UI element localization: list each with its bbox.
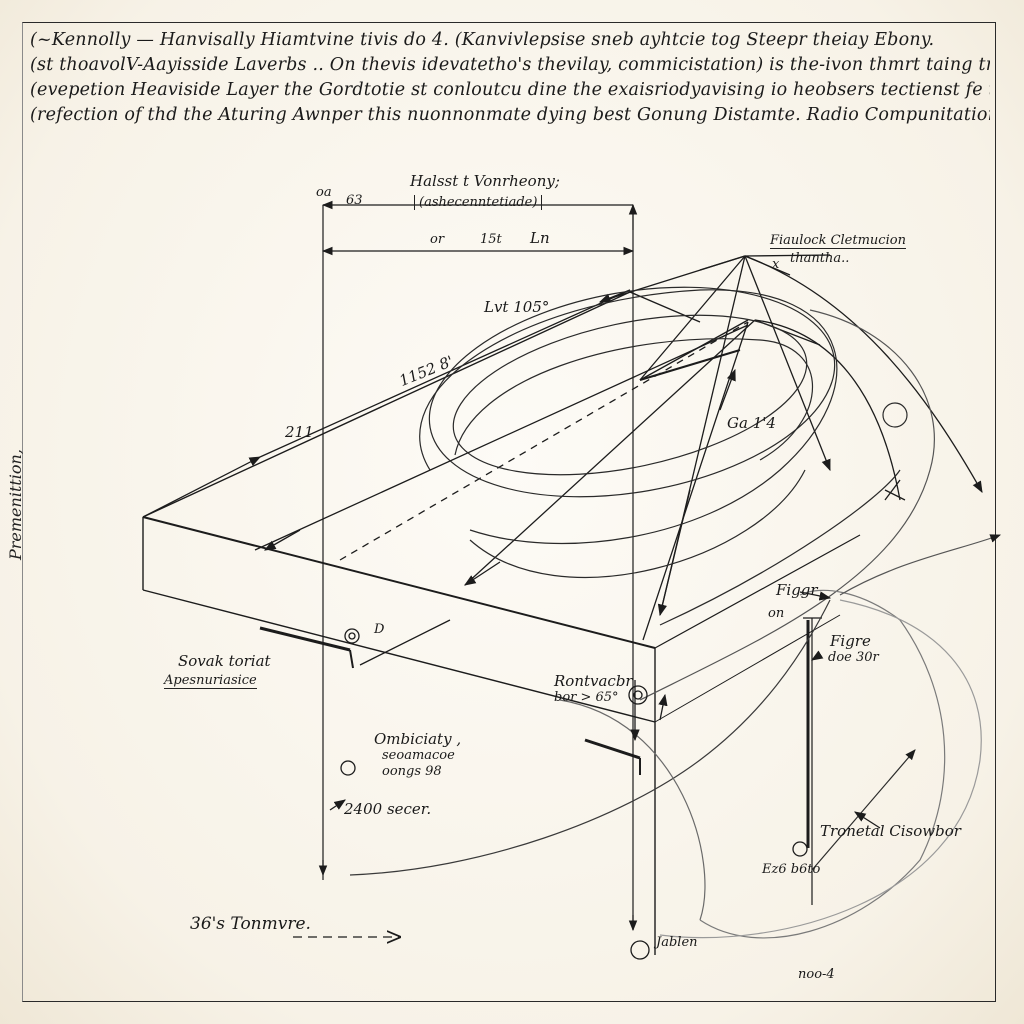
label-bottom-left: 36's Tonmvre.	[190, 914, 311, 934]
header-line-1: (~Kennolly — Hanvisally Hiamtvine tivis …	[30, 30, 935, 50]
label-figgr-2: on	[768, 606, 785, 621]
drawing-frame	[22, 22, 996, 1002]
label-dim-ln: Ln	[530, 229, 550, 247]
label-apex-title: Fiaulock Cletmucion	[770, 233, 906, 249]
label-ez6: Ez6 b6to	[762, 862, 821, 877]
ionospheric-loops	[349, 286, 1002, 939]
label-rontvacbr-1: Rontvacbr	[554, 672, 633, 690]
label-dim-mid: or	[430, 232, 445, 247]
label-figre-2: doe 30r	[828, 650, 879, 665]
label-apex-sub: thantha..	[790, 251, 850, 266]
label-jablen: Jablen	[656, 935, 698, 950]
label-lvt: Lvt 105°	[484, 298, 550, 316]
label-mid-right: Ga 1'4	[727, 414, 776, 432]
ray-paths	[142, 254, 983, 641]
label-rontvacbr-2: bor > 65°	[554, 690, 619, 705]
label-ombiciaty-2: seoamacoe	[382, 748, 455, 763]
label-apex-x: x	[772, 257, 780, 272]
label-top-left-a: oa	[316, 185, 332, 200]
label-figre-1: Figre	[830, 632, 871, 650]
diagram-subtitle: (ashecenntetiade)	[414, 195, 543, 210]
dimension-lines	[318, 200, 822, 932]
label-sovak-1: Sovak toriat	[178, 652, 271, 670]
diagram-title: Halsst t Vonrheony;	[410, 172, 560, 190]
header-paragraph: (~Kennolly — Hanvisally Hiamtvine tivis …	[30, 28, 990, 128]
label-sovak-2: Apesnuriasice	[164, 673, 257, 689]
label-2400: 2400 secer.	[344, 800, 432, 818]
header-line-3: (evepetion Heaviside Layer the Gordtotie…	[30, 80, 990, 100]
label-diag-small: 211	[285, 423, 314, 441]
header-line-4: (refection of thd the Aturing Awnper thi…	[30, 105, 990, 125]
label-circle-d: D	[374, 622, 385, 637]
label-figgr-1: Figgr	[776, 581, 818, 599]
label-dim-angle: 15t	[480, 232, 502, 247]
label-tronetal: Tronetal Cisowbor	[820, 822, 961, 840]
label-ombiciaty-1: Ombiciaty ,	[374, 730, 462, 748]
slab-outline	[142, 291, 861, 955]
label-noo: noo-4	[798, 967, 835, 982]
label-ombiciaty-3: oongs 98	[382, 764, 442, 779]
label-top-left-b: 63	[346, 193, 363, 208]
header-line-2: (st thoavolV-Aayisside Laverbs .. On the…	[30, 55, 990, 75]
annotation-markers	[293, 479, 906, 960]
